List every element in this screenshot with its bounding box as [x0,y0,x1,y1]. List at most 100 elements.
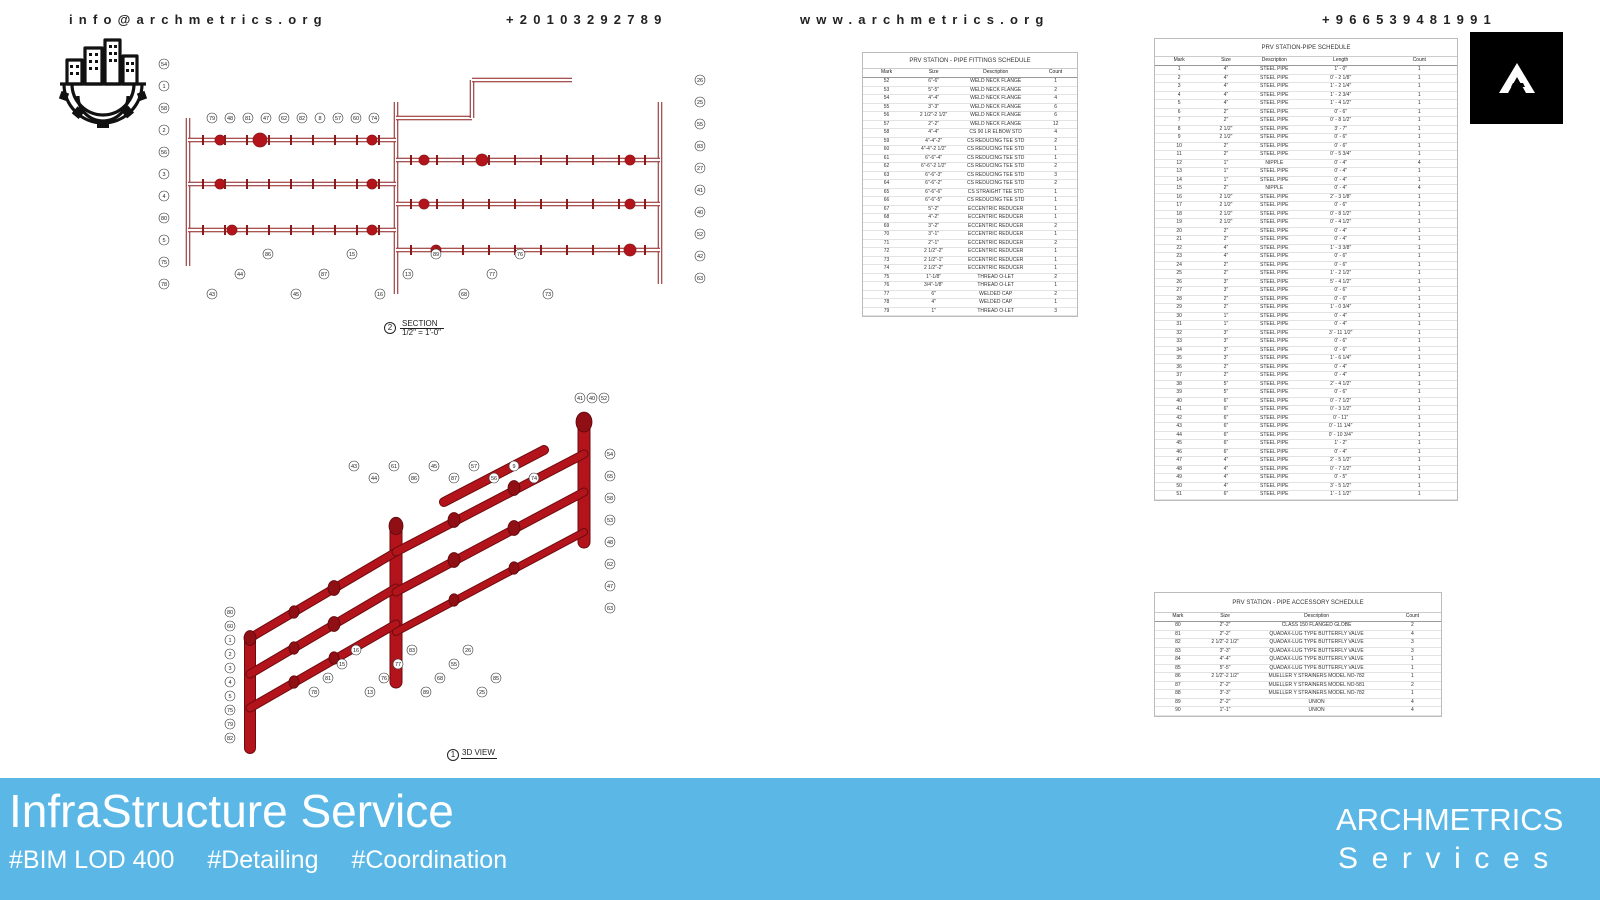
fittings-cell: 2 [1034,86,1077,95]
callout-label: 41 [697,188,703,194]
fittings-schedule-title: PRV STATION - PIPE FITTINGS SCHEDULE [863,53,1077,69]
flange-mark [462,199,464,209]
pipe-cell: 42 [1155,414,1204,423]
callout-bubble [604,448,616,460]
pipe-cell: STEEL PIPE [1248,235,1300,245]
tag-detailing[interactable]: #Detailing [207,846,319,874]
tag-coordination[interactable]: #Coordination [351,846,508,874]
flange-mark [488,245,490,255]
accessory-col-header: Size [1200,613,1250,622]
callout-label: 1 [228,638,231,644]
contact-email[interactable]: info@archmetrics.org [69,12,328,27]
fittings-cell: 3 [1034,307,1077,316]
fittings-cell: 1 [1034,298,1077,308]
pipe-cell: 0' - 4" [1299,167,1382,177]
iso-fitting [388,516,404,536]
pipe-cell: STEEL PIPE [1248,473,1300,483]
callout-bubble [332,112,344,124]
pipe-cell: 48 [1155,465,1204,474]
fittings-cell: WELD NECK FLANGE [957,77,1035,87]
flange-mark [224,225,226,235]
accessory-cell: QUADAX-LUG TYPE BUTTERFLY VALVE [1249,664,1384,673]
pipe-cell: 5" [1203,388,1249,398]
pipe-cell: 37 [1155,371,1204,381]
pipe-cell: 1 [1381,108,1457,117]
callout-bubble [604,602,616,614]
accessory-cell: 2 [1383,621,1441,631]
brand-subtitle: Services [1338,842,1562,875]
callout-label: 43 [351,464,357,470]
pipe-cell: 21 [1155,235,1204,245]
callout-label: 60 [227,624,233,630]
pipe-cell: 0' - 4" [1299,184,1382,194]
callout-label: 4 [228,680,231,686]
callout-label: 83 [409,648,415,654]
fittings-cell: 73 [863,256,911,265]
callout-bubble [224,606,236,618]
callout-bubble [206,288,218,300]
iso-fitting [448,593,460,607]
pipe-cell: 3 [1155,82,1204,92]
pipe-cell: STEEL PIPE [1248,414,1300,423]
flange-mark [540,155,542,165]
accessory-cell: 2"-2" [1200,681,1250,690]
pipe-cell: 1 [1381,388,1457,398]
banner-title: InfraStructure Service [9,785,454,837]
valve-icon [214,134,226,146]
callout-bubble [374,288,386,300]
accessory-cell: 87 [1155,681,1201,690]
service-banner: InfraStructure Service #BIM LOD 400 #Det… [0,778,1600,900]
pipe-cell: 1 [1381,235,1457,245]
accessory-cell: 1 [1383,689,1441,699]
fittings-cell: ECCENTRIC REDUCER [957,205,1035,214]
pipe-cell: 1 [1381,422,1457,432]
callout-label: 3 [228,666,231,672]
callout-bubble [158,212,170,224]
flange-mark [488,155,490,165]
pipe-cell: 1 [1381,320,1457,330]
callout-bubble [458,288,470,300]
contact-phone-egypt[interactable]: +20103292789 [506,12,668,27]
pipe-cell: STEEL PIPE [1248,380,1300,389]
callout-label: 8 [318,116,321,122]
callout-bubble [598,392,610,404]
callout-label: 89 [433,252,439,258]
pipe-cell: 32 [1155,329,1204,338]
pipe-cell: 1 [1381,490,1457,500]
contact-phone-ksa[interactable]: +966539481991 [1322,12,1497,27]
callout-label: 5 [162,238,165,244]
flange-mark [514,245,516,255]
fittings-cell: CS REDUCING TEE STD [957,162,1035,172]
pipe-cell: 1 [1381,371,1457,381]
callout-bubble [604,580,616,592]
iso-pipe [393,529,587,635]
fittings-cell: 55 [863,103,911,112]
pipe-cell: STEEL PIPE [1248,337,1300,347]
callout-label: 54 [161,62,167,68]
tag-bim-lod[interactable]: #BIM LOD 400 [9,846,175,874]
accessory-cell: 82 [1155,638,1201,648]
pipe-cell: STEEL PIPE [1248,261,1300,270]
pipe-cell: 17 [1155,201,1204,211]
callout-bubble [224,112,236,124]
pipe-cell: 0' - 4" [1299,320,1382,330]
contact-website[interactable]: www.archmetrics.org [800,12,1050,27]
callout-label: 65 [607,474,613,480]
callout-label: 85 [493,676,499,682]
pipe-cell: STEEL PIPE [1248,82,1300,92]
pipe-cell: 1 [1381,363,1457,372]
pipe-cell: 0' - 4" [1299,371,1382,381]
pipe-cell: 39 [1155,388,1204,398]
pipe-cell: 1 [1381,312,1457,321]
callout-label: 16 [353,648,359,654]
